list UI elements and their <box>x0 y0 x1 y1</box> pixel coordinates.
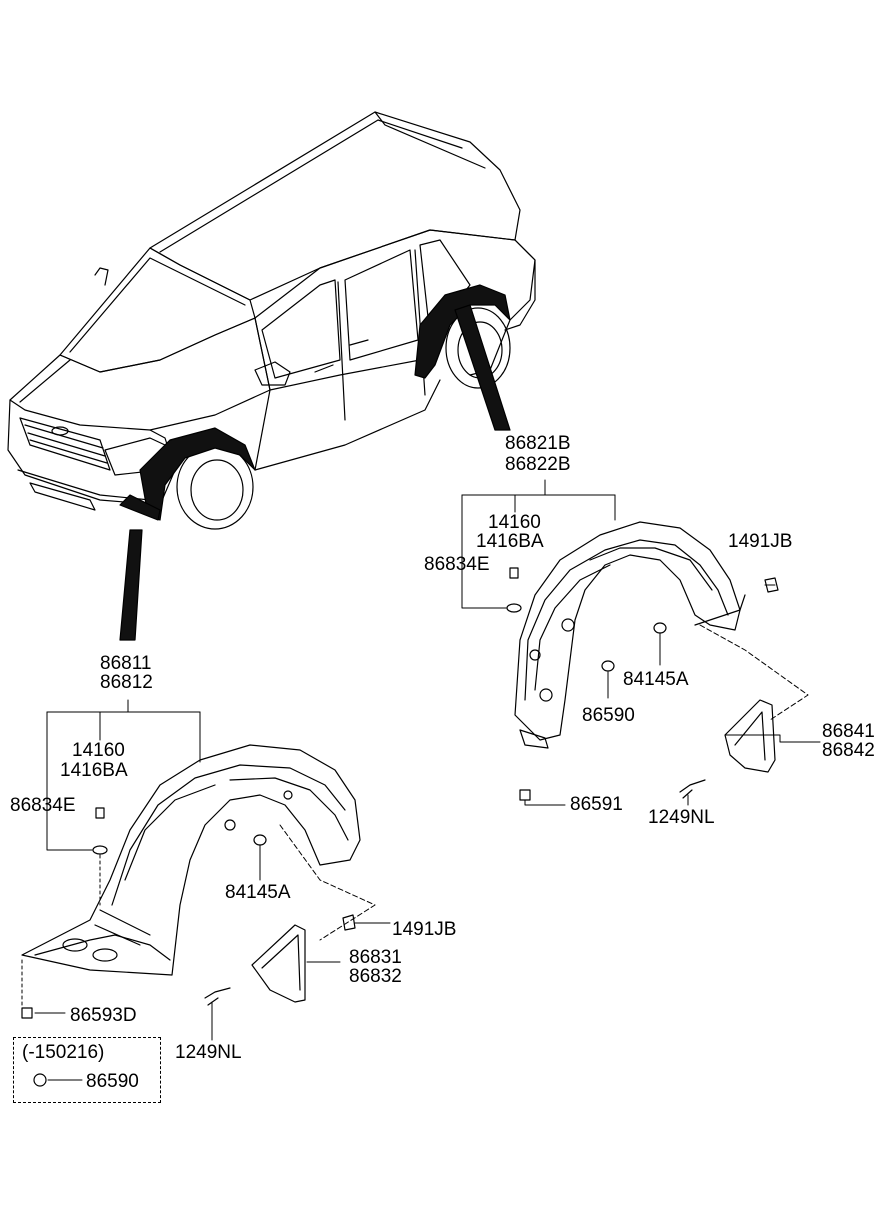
callout-rear-bolt: 86591 <box>570 794 623 815</box>
callout-front-retainer: 1491JB <box>392 919 457 940</box>
callout-rear-retainer: 1491JB <box>728 531 793 552</box>
callout-front-group-1: 86811 <box>100 653 152 674</box>
front-wheel-guard <box>21 744 361 976</box>
callout-rear-screw-small: 86590 <box>582 705 635 726</box>
callout-front-flap-bolt: 1249NL <box>175 1042 242 1063</box>
callout-front-clip-1: 14160 <box>72 740 125 761</box>
applicability-note-box <box>13 1037 161 1103</box>
callout-rear-clip-1: 14160 <box>488 512 541 533</box>
callout-rear-group-2: 86822B <box>505 454 571 475</box>
rear-fasteners <box>506 567 779 801</box>
callout-rear-nut: 84145A <box>623 669 689 690</box>
callout-front-flap-1: 86831 <box>349 947 402 968</box>
callout-front-group-2: 86812 <box>100 672 153 693</box>
callout-rear-flap-bolt: 1249NL <box>648 807 715 828</box>
callout-rear-group-1: 86821B <box>505 433 571 454</box>
note-part-number: 86590 <box>86 1071 139 1092</box>
callout-front-washer: 86834E <box>10 795 76 816</box>
leader-lines <box>21 479 821 1081</box>
callout-rear-clip-2: 1416BA <box>476 531 544 552</box>
callout-front-nut: 84145A <box>225 882 291 903</box>
rear-mud-flap <box>724 699 776 773</box>
note-date-range: (-150216) <box>22 1042 105 1063</box>
callout-front-clip-2: 1416BA <box>60 760 128 781</box>
callout-rear-washer: 86834E <box>424 554 490 575</box>
callout-front-screw: 86593D <box>70 1005 137 1026</box>
rear-wheel-guard <box>514 521 746 749</box>
callout-rear-flap-2: 86842 <box>822 740 875 761</box>
vehicle-drawing <box>7 111 536 530</box>
highlighted-wheel-guards <box>119 284 511 641</box>
callout-front-flap-2: 86832 <box>349 966 402 987</box>
callout-rear-flap-1: 86841 <box>822 721 875 742</box>
front-mud-flap <box>251 924 306 1003</box>
